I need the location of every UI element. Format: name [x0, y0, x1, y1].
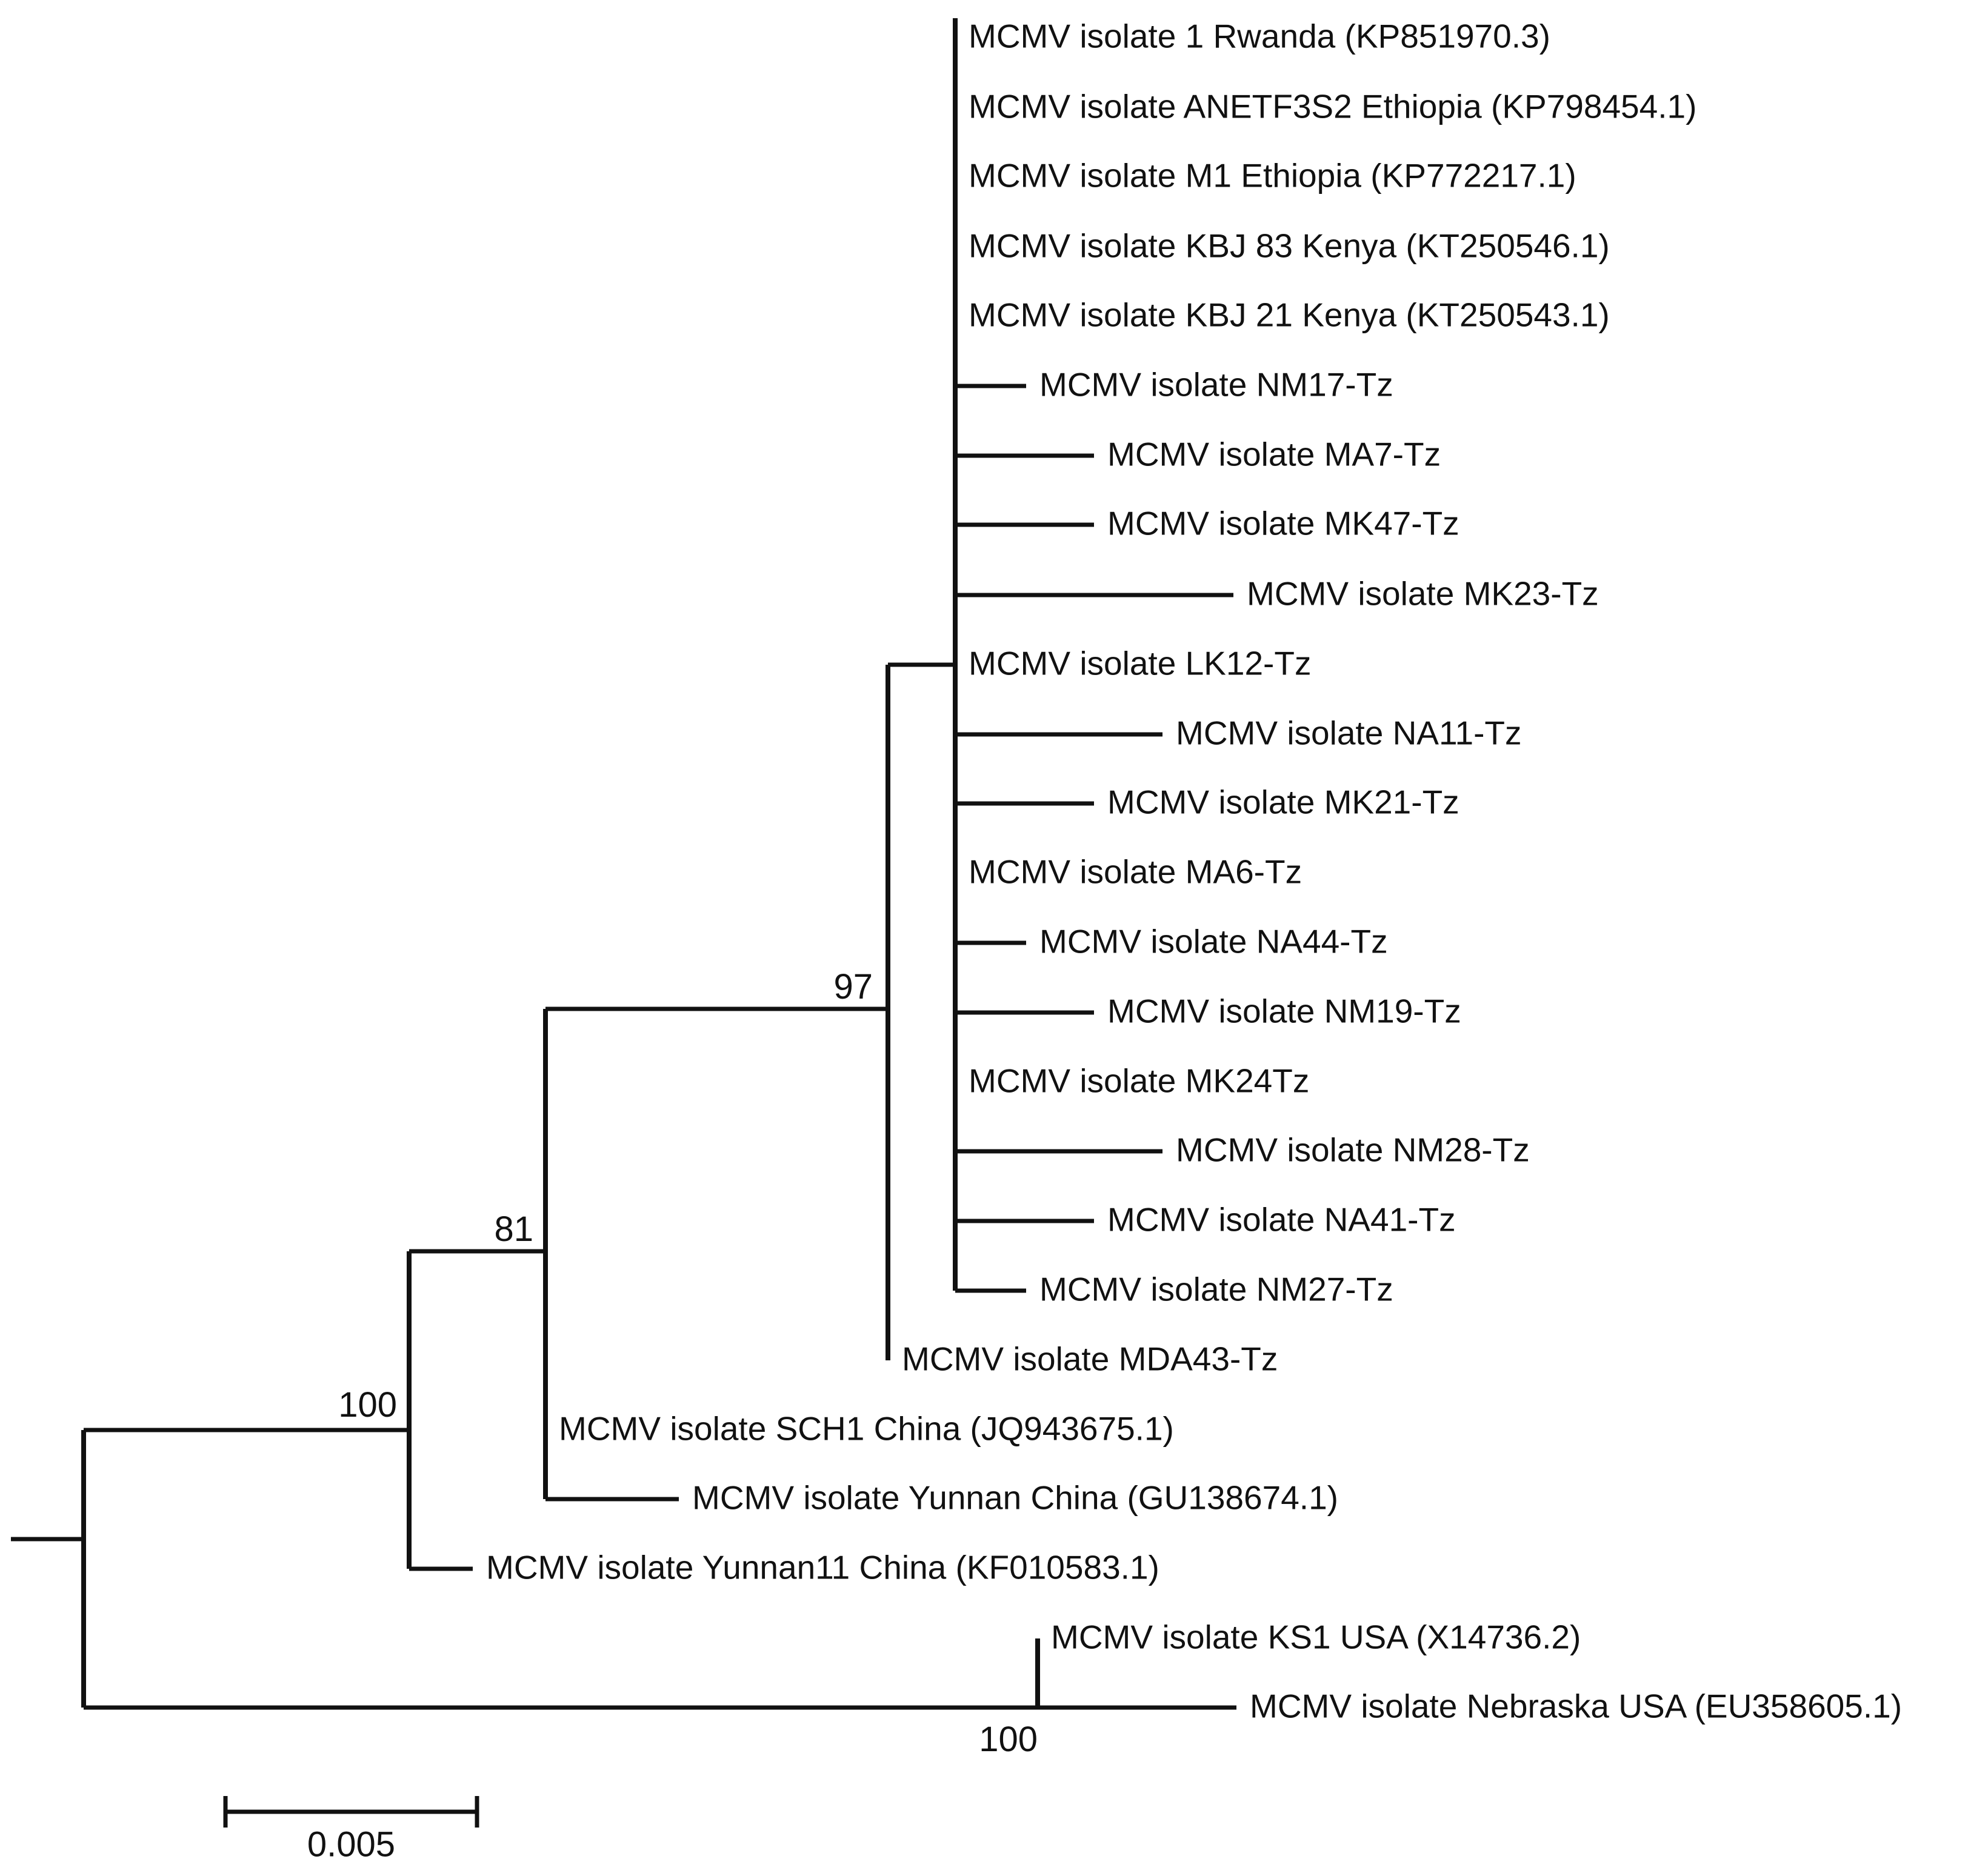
taxon-label-t5: MCMV isolate KBJ 21 Kenya (KT250543.1) — [969, 296, 1610, 334]
scale-bar-label: 0.005 — [307, 1825, 395, 1864]
taxon-label-t23: MCMV isolate Yunnan11 China (KF010583.1) — [486, 1549, 1159, 1586]
taxon-label-t12: MCMV isolate MK21-Tz — [1107, 783, 1459, 821]
taxon-label-t20: MCMV isolate MDA43-Tz — [902, 1340, 1278, 1378]
main-clade-support: 100 — [338, 1385, 397, 1425]
taxon-label-t7: MCMV isolate MA7-Tz — [1107, 436, 1441, 473]
taxon-label-t18: MCMV isolate NA41-Tz — [1107, 1201, 1456, 1239]
taxon-label-t6: MCMV isolate NM17-Tz — [1039, 366, 1393, 404]
usa-clade-spine — [84, 1638, 1040, 1710]
taxon-label-t15: MCMV isolate NM19-Tz — [1107, 993, 1461, 1030]
taxon-label-t22: MCMV isolate Yunnan China (GU138674.1) — [692, 1479, 1338, 1517]
taxon-label-t9: MCMV isolate MK23-Tz — [1247, 575, 1599, 613]
taxon-label-t17: MCMV isolate NM28-Tz — [1176, 1131, 1530, 1169]
africa-china-spine — [409, 1009, 548, 1499]
tanzania-outer-spine — [545, 665, 890, 1360]
taxon-label-t13: MCMV isolate MA6-Tz — [969, 853, 1302, 891]
scale-bar: 0.005 — [223, 1796, 479, 1864]
taxon-label-t3: MCMV isolate M1 Ethiopia (KP772217.1) — [969, 157, 1576, 195]
usa-clade-support: 100 — [979, 1720, 1038, 1759]
tanzania-clade-support: 97 — [833, 967, 873, 1006]
scale-bar-layer: 0.005 — [223, 1796, 479, 1864]
taxon-label-t11: MCMV isolate NA11-Tz — [1176, 714, 1522, 752]
taxon-label-t14: MCMV isolate NA44-Tz — [1039, 923, 1388, 960]
taxon-label-t2: MCMV isolate ANETF3S2 Ethiopia (KP798454… — [969, 88, 1696, 125]
taxon-label-t24: MCMV isolate KS1 USA (X14736.2) — [1051, 1618, 1581, 1656]
taxon-label-t21: MCMV isolate SCH1 China (JQ943675.1) — [559, 1410, 1174, 1448]
taxon-label-t4: MCMV isolate KBJ 83 Kenya (KT250546.1) — [969, 227, 1610, 265]
taxon-label-t8: MCMV isolate MK47-Tz — [1107, 505, 1459, 542]
main-clade-spine — [84, 1251, 412, 1569]
branch-layer — [11, 18, 1236, 1710]
tanzania-inner-spine — [888, 18, 958, 1291]
taxon-label-t1: MCMV isolate 1 Rwanda (KP851970.3) — [969, 18, 1550, 55]
root-spine — [11, 1430, 86, 1708]
support-value-layer: 97 81 100 100 — [338, 967, 1038, 1759]
taxon-label-t19: MCMV isolate NM27-Tz — [1039, 1271, 1393, 1308]
taxon-label-t10: MCMV isolate LK12-Tz — [969, 645, 1311, 682]
africa-china-clade-support: 81 — [494, 1209, 533, 1249]
taxon-label-layer: MCMV isolate 1 Rwanda (KP851970.3) MCMV i… — [486, 18, 1902, 1725]
taxon-label-t16: MCMV isolate MK24Tz — [969, 1062, 1309, 1100]
taxon-label-t25: MCMV isolate Nebraska USA (EU358605.1) — [1250, 1688, 1902, 1725]
